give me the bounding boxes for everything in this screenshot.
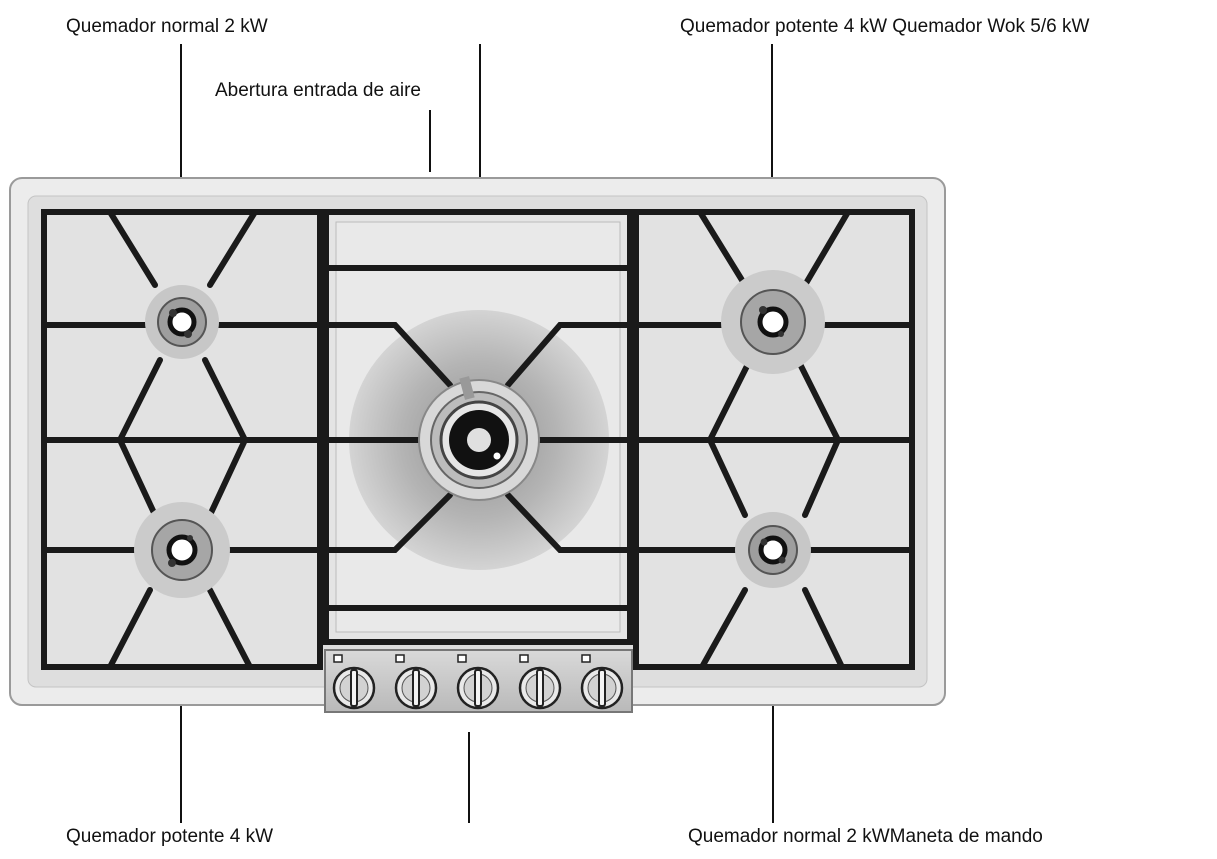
control-panel	[324, 649, 633, 713]
burner-indicator-rear-left-icon	[395, 654, 405, 663]
burner-indicator-front-right-icon	[581, 654, 591, 663]
burner-top-right	[721, 270, 825, 374]
label-bottom-right: Quemador normal 2 kWManeta de mando	[688, 826, 1043, 847]
left-section	[41, 209, 323, 670]
burner-bottom-left	[134, 502, 230, 598]
burner-indicator-center-icon	[457, 654, 467, 663]
control-knob-2[interactable]	[394, 654, 438, 710]
burner-indicator-front-left-icon	[333, 654, 343, 663]
burner-indicator-rear-right-icon	[519, 654, 529, 663]
right-section	[633, 209, 915, 670]
label-burner-bottom-left: Quemador potente 4 kW	[66, 826, 273, 847]
label-burners-top-right: Quemador potente 4 kW Quemador Wok 5/6 k…	[680, 16, 1090, 37]
burner-top-left	[145, 285, 219, 359]
control-knob-4[interactable]	[518, 654, 562, 710]
control-knob-3[interactable]	[456, 654, 500, 710]
burner-bottom-right	[735, 512, 811, 588]
label-burner-top-left: Quemador normal 2 kW	[66, 16, 268, 37]
control-knob-5[interactable]	[580, 654, 624, 710]
label-air-inlet: Abertura entrada de aire	[215, 80, 421, 101]
control-knob-1[interactable]	[332, 654, 376, 710]
center-section	[323, 209, 633, 645]
burner-wok	[418, 376, 540, 501]
